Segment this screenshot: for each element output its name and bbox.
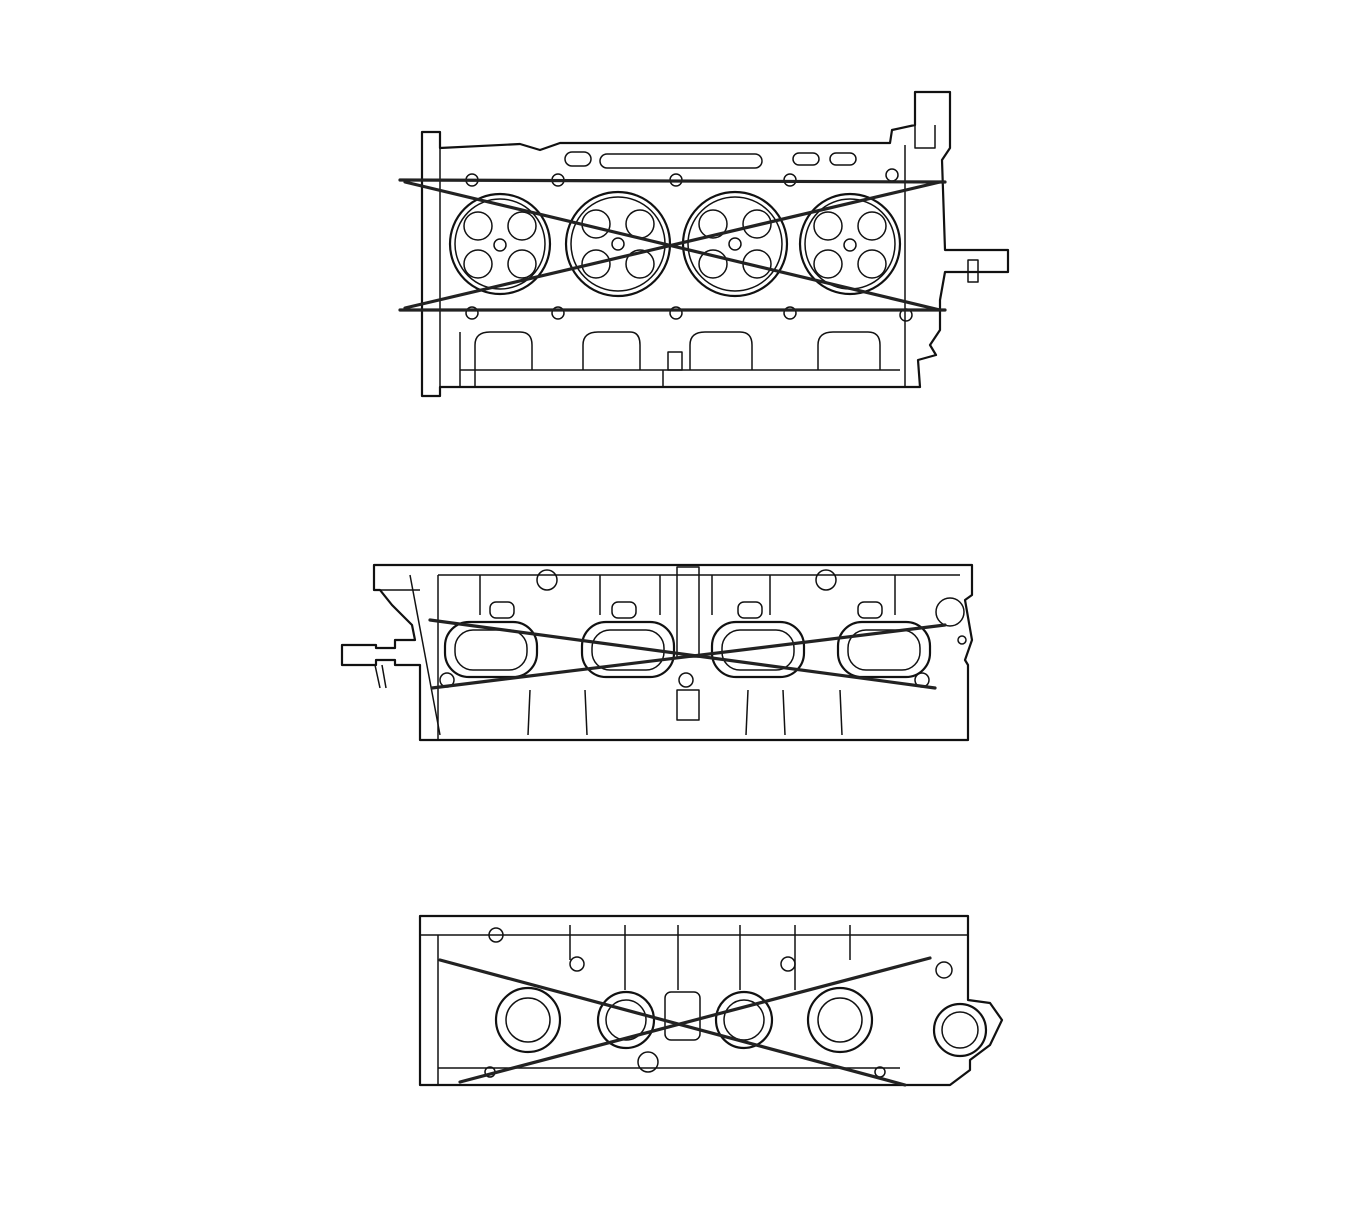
combustion-chamber-1	[448, 192, 552, 296]
intake-port-4	[836, 620, 932, 679]
exhaust-port-1	[494, 986, 562, 1054]
head-outline	[340, 563, 974, 742]
exhaust-port-4	[806, 986, 874, 1054]
head-outline	[420, 90, 1010, 398]
measurement-lines-exhaust	[438, 956, 932, 1087]
head-view-exhaust-face	[418, 914, 1004, 1087]
head-view-intake-face	[340, 563, 974, 742]
bolt-holes-top	[465, 168, 899, 187]
exhaust-port-2	[596, 990, 656, 1050]
head-outline	[418, 914, 1004, 1087]
combustion-chamber-3	[681, 190, 789, 298]
exhaust-port-3	[714, 990, 774, 1050]
coolant-outlet	[932, 1002, 988, 1058]
measurement-lines-combustion	[398, 178, 947, 312]
bolt-holes-bottom	[465, 306, 913, 322]
head-view-combustion-face	[398, 90, 1010, 398]
intake-port-1	[443, 620, 539, 679]
intake-port-3	[710, 620, 806, 679]
combustion-chamber-2	[564, 190, 672, 298]
measurement-lines-intake	[428, 618, 947, 690]
